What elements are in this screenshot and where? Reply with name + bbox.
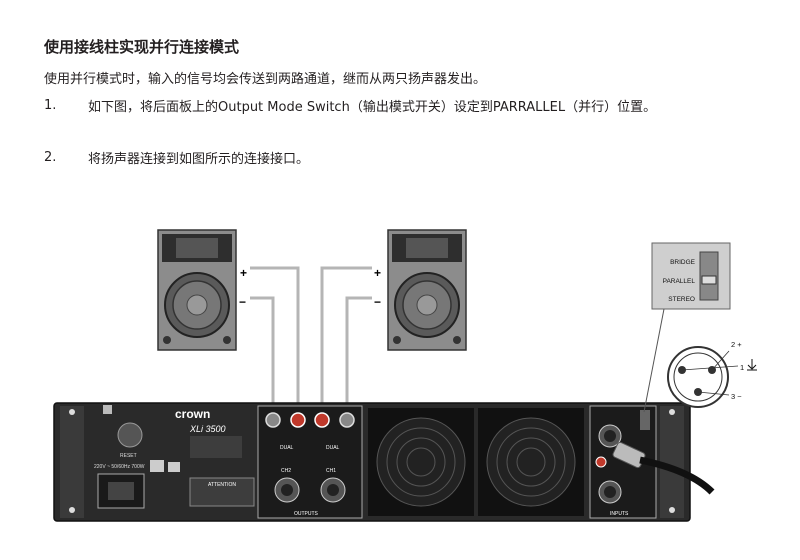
- switch-parallel-label: PARALLEL: [663, 278, 696, 285]
- speaker-right: + −: [374, 229, 467, 351]
- ch2-label: CH2: [281, 468, 291, 474]
- speaker-left-plus: +: [240, 266, 247, 280]
- pin2-label: 2 +: [731, 340, 742, 349]
- model-label: XLi 3500: [189, 424, 226, 434]
- attention-label: ATTENTION: [208, 482, 236, 488]
- inputs-label: INPUTS: [610, 511, 629, 517]
- step-text: 将扬声器连接到如图所示的连接接口。: [88, 152, 310, 167]
- step-number: 2.: [44, 150, 57, 165]
- pin1-label: 1: [740, 363, 744, 372]
- speaker-wires: [250, 266, 372, 412]
- output-mode-switch: BRIDGE PARALLEL STEREO: [643, 242, 731, 413]
- amplifier-rear-panel: RESET 220V ~ 50/60Hz 700W crown XLi 3500…: [53, 402, 715, 522]
- brand-logo: crown: [175, 407, 210, 421]
- switch-stereo-label: STEREO: [668, 296, 695, 303]
- voltage-label: 220V ~ 50/60Hz 700W: [94, 464, 145, 470]
- ch1-label: CH1: [326, 468, 336, 474]
- step-text: 如下图，将后面板上的Output Mode Switch（输出模式开关）设定到P…: [88, 100, 657, 115]
- dual-label-left: DUAL: [280, 445, 294, 451]
- xlr-pin-diagram: 2 + 1 3 −: [667, 340, 757, 408]
- speaker-right-minus: −: [374, 295, 381, 309]
- speaker-left-minus: −: [239, 295, 246, 309]
- outputs-label: OUTPUTS: [294, 511, 319, 517]
- dual-label-right: DUAL: [326, 445, 340, 451]
- ground-icon: [747, 359, 757, 371]
- intro-paragraph: 使用并行模式时，输入的信号均会传送到两路通道，继而从两只扬声器发出。: [44, 72, 487, 87]
- pin3-label: 3 −: [731, 392, 742, 401]
- switch-bridge-label: BRIDGE: [670, 259, 696, 266]
- reset-label: RESET: [120, 453, 137, 459]
- section-heading: 使用接线柱实现并行连接模式: [44, 38, 240, 56]
- speaker-left: + −: [157, 229, 247, 351]
- speaker-right-plus: +: [374, 266, 381, 280]
- step-number: 1.: [44, 98, 57, 113]
